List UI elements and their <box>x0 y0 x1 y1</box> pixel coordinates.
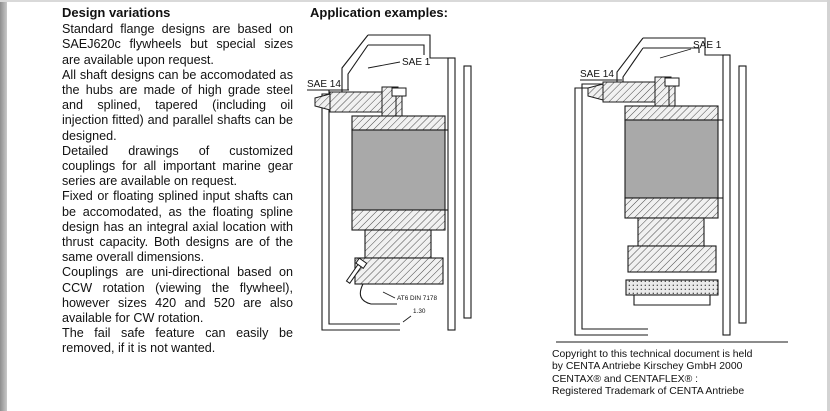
design-variations-heading: Design variations <box>62 5 171 20</box>
page-left-edge <box>0 0 7 411</box>
ratio-note: 1.30 <box>413 308 426 315</box>
diagonal-bolt <box>345 257 368 284</box>
spline-note: AT6 DIN 7178 <box>397 295 437 302</box>
spline-note-leader <box>382 291 396 299</box>
copyright-line: CENTAX® and CENTAFLEX® : <box>552 373 699 385</box>
application-examples-heading: Application examples: <box>310 5 448 20</box>
copyright-line: by CENTA Antriebe Kirschey GmbH 2000 <box>552 361 743 373</box>
ratio-note-leader <box>402 315 412 323</box>
elastic-element-block <box>351 129 446 211</box>
sae1-label: SAE 1 <box>402 57 431 68</box>
copyright-line: Copyright to this technical document is … <box>552 349 753 360</box>
sae1-label: SAE 1 <box>693 40 722 51</box>
input-shaft <box>580 76 672 108</box>
copyright-notice: Copyright to this technical document is … <box>552 349 804 399</box>
sae1-leader-line <box>659 48 692 59</box>
flywheel-section <box>718 54 747 336</box>
page-right-edge <box>827 0 830 411</box>
paragraph-flange-designs: Standard flange designs are based on SAE… <box>62 22 293 67</box>
sae1-leader-line <box>367 61 401 69</box>
elastic-element-block <box>624 119 719 199</box>
design-variations-section: Design variations Standard flange design… <box>62 5 293 357</box>
flywheel-section <box>445 57 472 331</box>
coupling-cross-section-drawing-1: SAE 1 SAE 14 AT6 DIN 7178 1.30 <box>307 34 472 331</box>
input-shaft <box>307 86 399 118</box>
rubber-ring-section <box>625 279 719 296</box>
paragraph-detailed-drawings: Detailed drawings of customized coupling… <box>62 143 293 189</box>
paragraph-fail-safe: The fail safe feature can easily be remo… <box>62 326 293 356</box>
hub-and-element <box>624 105 719 306</box>
fail-safe-claw <box>359 283 397 305</box>
coupling-cross-section-drawing-2: SAE 1 SAE 14 <box>556 37 788 343</box>
page-top-edge <box>0 0 830 2</box>
paragraph-splined-shafts: Fixed or floating splined input shafts c… <box>62 189 293 265</box>
paragraph-rotation: Couplings are uni-directional based on C… <box>62 265 293 326</box>
paragraph-shaft-designs: All shaft designs can be accomodated as … <box>62 67 293 143</box>
sae14-label: SAE 14 <box>307 79 341 90</box>
sae14-label: SAE 14 <box>580 69 614 80</box>
copyright-line: Registered Trademark of CENTA Antriebe <box>552 386 745 398</box>
hub-and-element <box>351 115 446 285</box>
